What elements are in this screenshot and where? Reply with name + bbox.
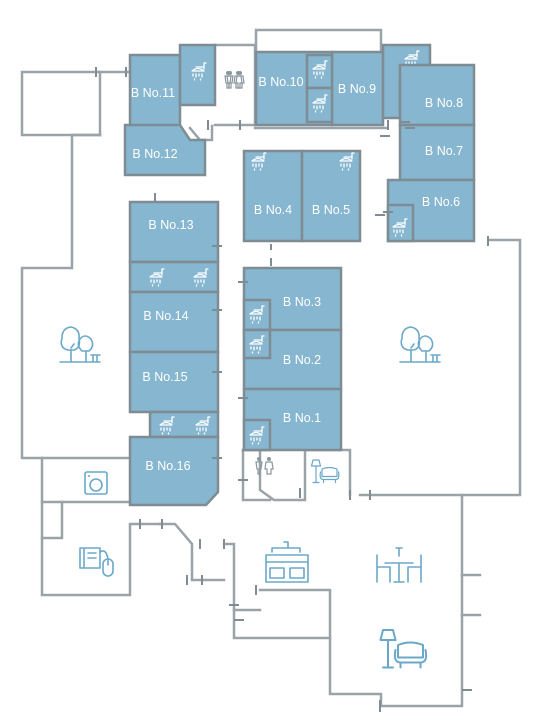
svg-text:B No.4: B No.4 bbox=[254, 203, 292, 217]
svg-text:B No.9: B No.9 bbox=[338, 82, 376, 96]
bedroom-2[interactable]: B No.2 bbox=[242, 328, 343, 391]
door-markers bbox=[95, 67, 489, 712]
svg-text:B No.10: B No.10 bbox=[258, 75, 303, 89]
tree-icon-left bbox=[59, 326, 101, 363]
svg-text:B No.15: B No.15 bbox=[142, 370, 187, 384]
bedroom-15[interactable]: B No.15 bbox=[128, 350, 220, 414]
svg-text:B No.8: B No.8 bbox=[425, 96, 463, 110]
svg-text:B No.16: B No.16 bbox=[145, 459, 190, 473]
bedroom-7[interactable]: B No.7 bbox=[398, 123, 476, 182]
bedroom-11[interactable]: B No.11 bbox=[128, 53, 182, 130]
bedroom-16[interactable]: B No.16 bbox=[128, 435, 220, 507]
bedroom-4[interactable]: B No.4 bbox=[242, 149, 304, 243]
bathroom-11 bbox=[178, 43, 217, 107]
lounge-small-icon bbox=[310, 459, 340, 484]
svg-text:B No.13: B No.13 bbox=[148, 218, 193, 232]
bathroom-10a bbox=[305, 53, 334, 90]
bedroom-14[interactable]: B No.14 bbox=[128, 290, 220, 354]
bathroom-13 bbox=[128, 260, 220, 294]
stove-icon bbox=[265, 541, 309, 583]
lamp-armchair-icon bbox=[379, 629, 428, 669]
restroom-south-icon bbox=[255, 456, 274, 475]
walls bbox=[20, 28, 522, 708]
svg-text:B No.3: B No.3 bbox=[283, 295, 321, 309]
svg-text:B No.5: B No.5 bbox=[312, 203, 350, 217]
svg-text:B No.11: B No.11 bbox=[131, 86, 175, 100]
bedroom-9[interactable]: B No.9 bbox=[330, 50, 385, 127]
svg-text:B No.12: B No.12 bbox=[132, 147, 177, 161]
tree-icon-right bbox=[399, 326, 441, 363]
bedroom-1[interactable]: B No.1 bbox=[242, 387, 343, 452]
bedroom-13[interactable]: B No.13 bbox=[128, 200, 220, 264]
bathroom-10b bbox=[305, 86, 334, 124]
book-mouse-icon bbox=[79, 547, 114, 577]
bedroom-8[interactable]: B No.8 bbox=[398, 63, 476, 127]
svg-text:B No.2: B No.2 bbox=[283, 353, 321, 367]
bedroom-3[interactable]: B No.3 bbox=[242, 266, 343, 332]
bathroom-15 bbox=[148, 410, 220, 439]
bedroom-6[interactable]: B No.6 bbox=[386, 178, 476, 243]
svg-text:B No.1: B No.1 bbox=[283, 411, 321, 425]
svg-text:B No.14: B No.14 bbox=[143, 309, 188, 323]
washing-machine-icon bbox=[84, 471, 108, 495]
dining-table-icon bbox=[376, 547, 422, 583]
svg-text:B No.7: B No.7 bbox=[425, 144, 463, 158]
bedroom-12[interactable]: B No.12 bbox=[123, 123, 207, 177]
svg-text:B No.6: B No.6 bbox=[422, 195, 460, 209]
bedroom-5[interactable]: B No.5 bbox=[300, 149, 362, 243]
